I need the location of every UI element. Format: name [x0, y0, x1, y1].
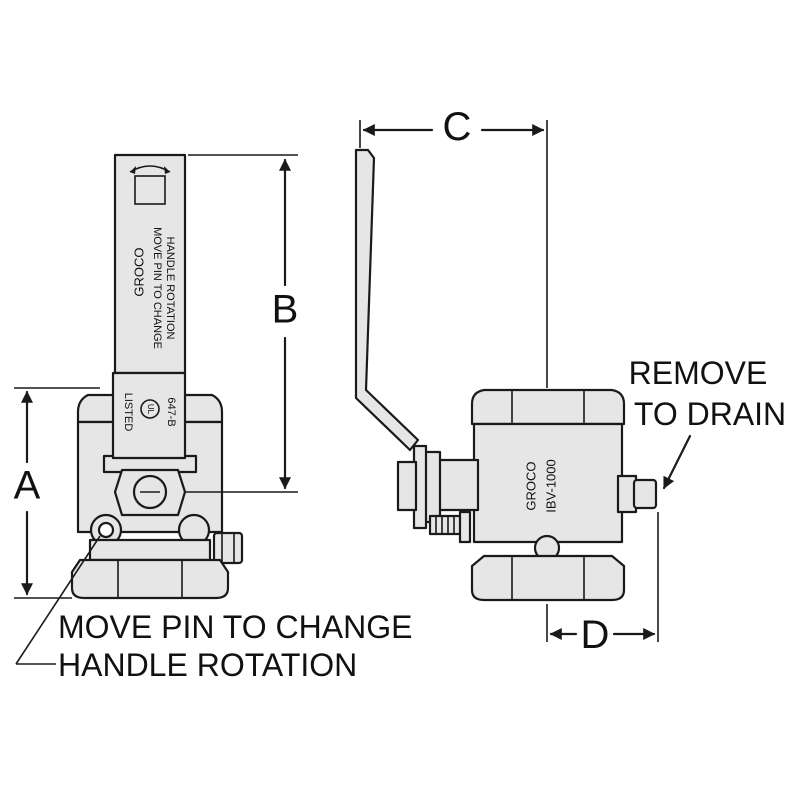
side-top-nut — [470, 388, 626, 426]
dimension-c — [359, 120, 548, 388]
drain-callout-line1: REMOVE — [629, 355, 768, 391]
front-view — [70, 153, 244, 600]
drain-callout-line2: TO DRAIN — [634, 396, 786, 432]
dimension-b — [186, 154, 298, 493]
drain-callout-leader — [662, 434, 692, 490]
pin-callout-line2: HANDLE ROTATION — [58, 647, 357, 683]
side-pin-screw — [428, 514, 464, 536]
dimension-label-d: D — [581, 613, 610, 657]
plate-number-text: 647-B — [165, 397, 177, 426]
handle-brand: GROCO — [131, 247, 146, 296]
dimension-label-c: C — [443, 105, 472, 149]
plate-ul-text: UL — [146, 404, 155, 415]
side-lever — [354, 148, 420, 452]
side-body-brand: GROCO — [523, 461, 538, 510]
dimension-label-b: B — [272, 288, 299, 332]
dimension-a — [14, 387, 100, 599]
ul-mark-icon — [140, 399, 160, 419]
dimension-d — [546, 512, 659, 642]
front-drain-plug — [212, 531, 244, 565]
handle-instruction-line2: HANDLE ROTATION — [164, 237, 176, 340]
handle-bar — [113, 153, 187, 375]
side-body-model: IBV-1000 — [543, 459, 558, 513]
front-bottom-nut — [70, 558, 230, 600]
side-view — [354, 148, 658, 602]
handle-square-hole — [134, 175, 166, 205]
side-bottom-nut — [470, 554, 626, 602]
pin-callout-line1: MOVE PIN TO CHANGE — [58, 609, 412, 645]
handle-instruction-line1: MOVE PIN TO CHANGE — [151, 227, 163, 349]
plate-listed-text: LISTED — [122, 393, 134, 432]
pin-callout-leader — [15, 535, 101, 665]
handle-pin — [97, 521, 115, 539]
handle-plate — [111, 371, 187, 460]
dimension-label-a: A — [14, 464, 41, 508]
